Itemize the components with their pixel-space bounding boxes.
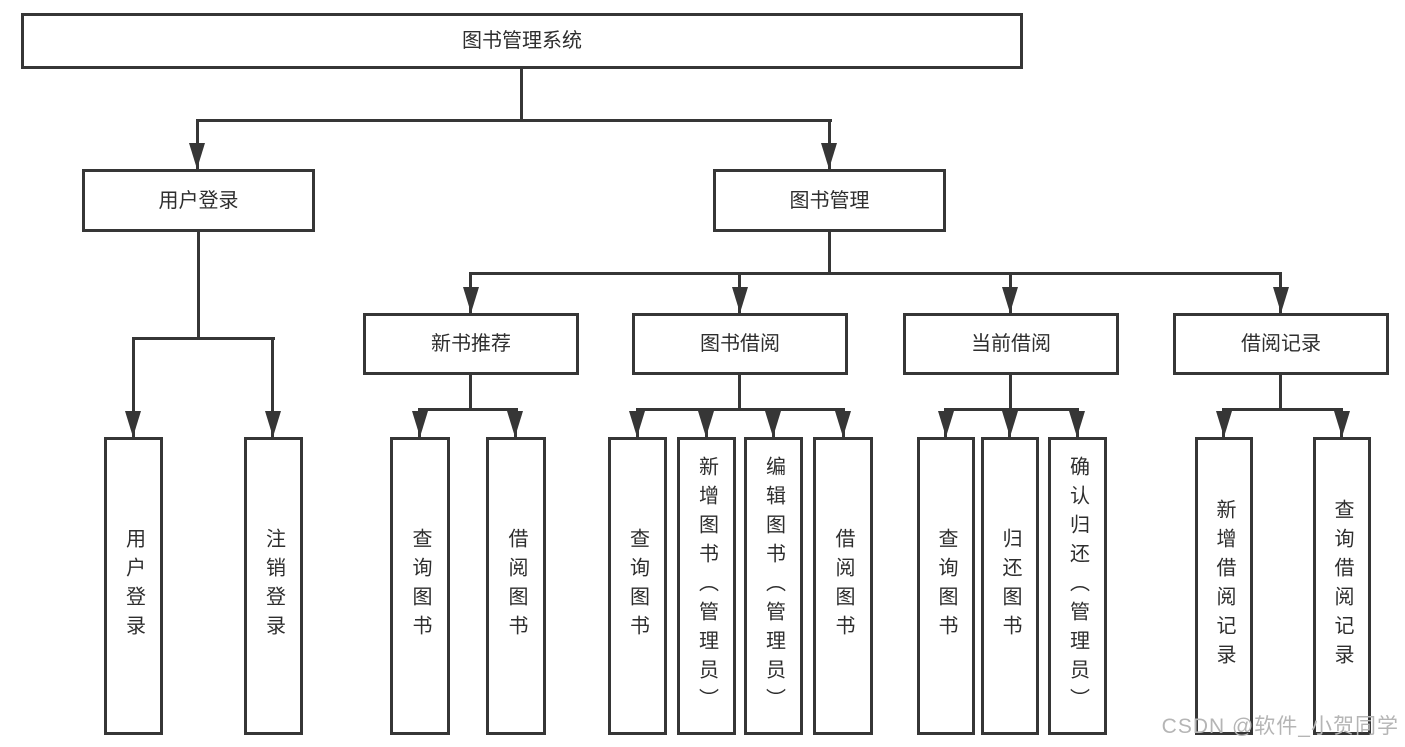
connector-level2-bar bbox=[196, 119, 832, 122]
connector-root-stem bbox=[520, 68, 523, 120]
connector-to-logout-leaf bbox=[271, 337, 274, 437]
connector-user-login-bar bbox=[132, 337, 275, 340]
arrowhead-cb-leaf3 bbox=[1069, 411, 1085, 437]
leaf-user-login: 用户登录 bbox=[104, 437, 163, 735]
arrowhead-new-books bbox=[463, 287, 479, 313]
leaf-bb-query-books: 查询图书 bbox=[608, 437, 667, 735]
arrowhead-current-borrow bbox=[1002, 287, 1018, 313]
arrowhead-bb-leaf1 bbox=[629, 411, 645, 437]
node-new-book-recommend: 新书推荐 bbox=[363, 313, 579, 375]
arrowhead-book-mgmt bbox=[821, 143, 837, 169]
arrowhead-borrow-records bbox=[1273, 287, 1289, 313]
connector-level3-bar bbox=[469, 272, 1282, 275]
leaf-nb-borrow-books: 借阅图书 bbox=[486, 437, 546, 735]
arrowhead-bb-leaf4 bbox=[835, 411, 851, 437]
arrowhead-rc-leaf1 bbox=[1216, 411, 1232, 437]
connector-to-login-leaf bbox=[132, 337, 135, 437]
leaf-cb-query-books: 查询图书 bbox=[917, 437, 975, 735]
connector-new-books-stem bbox=[469, 375, 472, 409]
leaf-cb-confirm-return-admin: 确认归还（管理员） bbox=[1048, 437, 1107, 735]
arrowhead-bb-leaf3 bbox=[765, 411, 781, 437]
arrowhead-logout-leaf bbox=[265, 411, 281, 437]
connector-book-mgmt-stem bbox=[828, 232, 831, 274]
connector-user-login-stem bbox=[197, 232, 200, 338]
arrowhead-cb-leaf2 bbox=[1002, 411, 1018, 437]
node-borrowing-records: 借阅记录 bbox=[1173, 313, 1389, 375]
leaf-bb-borrow-books: 借阅图书 bbox=[813, 437, 873, 735]
arrowhead-book-borrow bbox=[732, 287, 748, 313]
arrowhead-nb-leaf2 bbox=[507, 411, 523, 437]
connector-current-stem bbox=[1009, 375, 1012, 409]
leaf-bb-add-books-admin: 新增图书（管理员） bbox=[677, 437, 736, 735]
leaf-bb-edit-books-admin: 编辑图书（管理员） bbox=[744, 437, 803, 735]
connector-current-bar bbox=[944, 408, 1079, 411]
arrowhead-rc-leaf2 bbox=[1334, 411, 1350, 437]
arrowhead-user-login bbox=[189, 143, 205, 169]
connector-records-bar bbox=[1222, 408, 1343, 411]
connector-book-borrow-bar bbox=[636, 408, 845, 411]
node-current-borrowing: 当前借阅 bbox=[903, 313, 1119, 375]
leaf-rc-add-borrow-record: 新增借阅记录 bbox=[1195, 437, 1253, 735]
arrowhead-bb-leaf2 bbox=[698, 411, 714, 437]
leaf-nb-query-books: 查询图书 bbox=[390, 437, 450, 735]
leaf-logout: 注销登录 bbox=[244, 437, 303, 735]
node-user-login: 用户登录 bbox=[82, 169, 315, 232]
connector-new-books-bar bbox=[418, 408, 518, 411]
arrowhead-nb-leaf1 bbox=[412, 411, 428, 437]
arrowhead-cb-leaf1 bbox=[938, 411, 954, 437]
node-book-management: 图书管理 bbox=[713, 169, 946, 232]
connector-records-stem bbox=[1279, 375, 1282, 409]
csdn-watermark: CSDN @软件_小贺同学 bbox=[1161, 715, 1399, 738]
node-root-library-system: 图书管理系统 bbox=[21, 13, 1023, 69]
node-book-borrowing: 图书借阅 bbox=[632, 313, 848, 375]
arrowhead-login-leaf bbox=[125, 411, 141, 437]
leaf-cb-return-books: 归还图书 bbox=[981, 437, 1039, 735]
leaf-rc-query-borrow-record: 查询借阅记录 bbox=[1313, 437, 1371, 735]
connector-book-borrow-stem bbox=[738, 375, 741, 409]
